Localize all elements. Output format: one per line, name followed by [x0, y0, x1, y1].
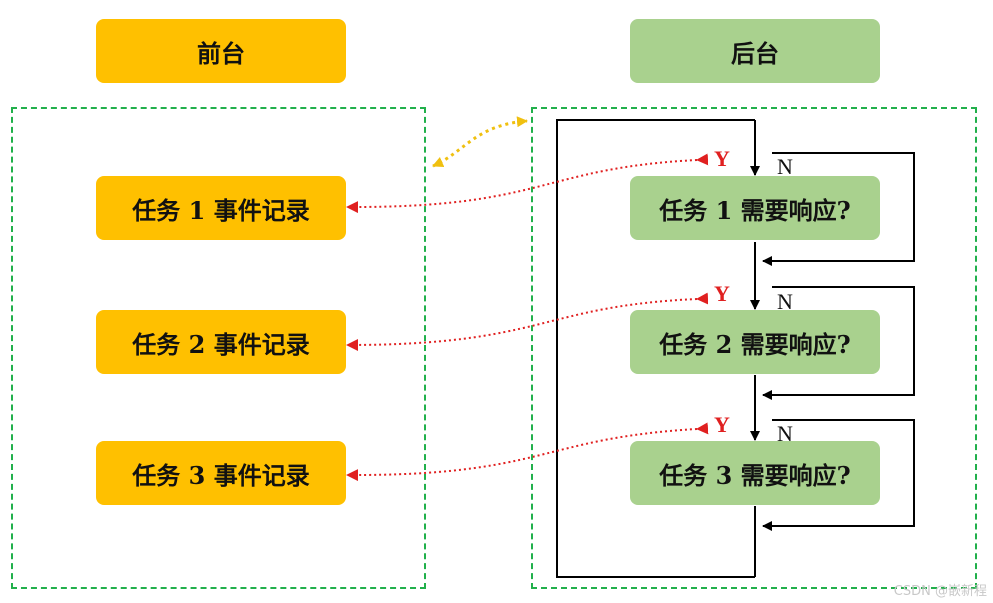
back-task-2-label: 任务 2 需要响应? [659, 329, 851, 359]
no-label-3: N [777, 421, 793, 446]
front-header-label: 前台 [197, 38, 245, 68]
front-task-3-label: 任务 3 事件记录 [132, 460, 310, 490]
front-task-1: 任务 1 事件记录 [96, 176, 346, 240]
no-branch-loop-1 [762, 152, 915, 266]
back-header-label: 后台 [731, 38, 779, 68]
yes-label-3: Y [714, 412, 730, 437]
no-branch-loop-2 [762, 286, 915, 400]
front-task-1-label: 任务 1 事件记录 [132, 195, 310, 225]
watermark: CSDN @嵌新程 [893, 584, 987, 599]
event-link-1 [346, 153, 709, 214]
front-task-2-label: 任务 2 事件记录 [132, 329, 310, 359]
no-label-1: N [777, 154, 793, 179]
event-link-3 [346, 422, 709, 482]
no-label-2: N [777, 289, 793, 314]
no-branch-loop-3 [762, 419, 915, 531]
back-header: 后台 [630, 19, 880, 83]
sync-link [432, 116, 528, 168]
yes-label-2: Y [714, 281, 730, 306]
yes-label-1: Y [714, 146, 730, 171]
back-task-2: 任务 2 需要响应? [630, 310, 880, 374]
back-task-3-label: 任务 3 需要响应? [659, 460, 851, 490]
back-task-1: 任务 1 需要响应? [630, 176, 880, 240]
front-header: 前台 [96, 19, 346, 83]
event-link-2 [346, 292, 709, 351]
back-task-3: 任务 3 需要响应? [630, 441, 880, 505]
back-task-1-label: 任务 1 需要响应? [659, 195, 851, 225]
front-task-2: 任务 2 事件记录 [96, 310, 346, 374]
front-task-3: 任务 3 事件记录 [96, 441, 346, 505]
